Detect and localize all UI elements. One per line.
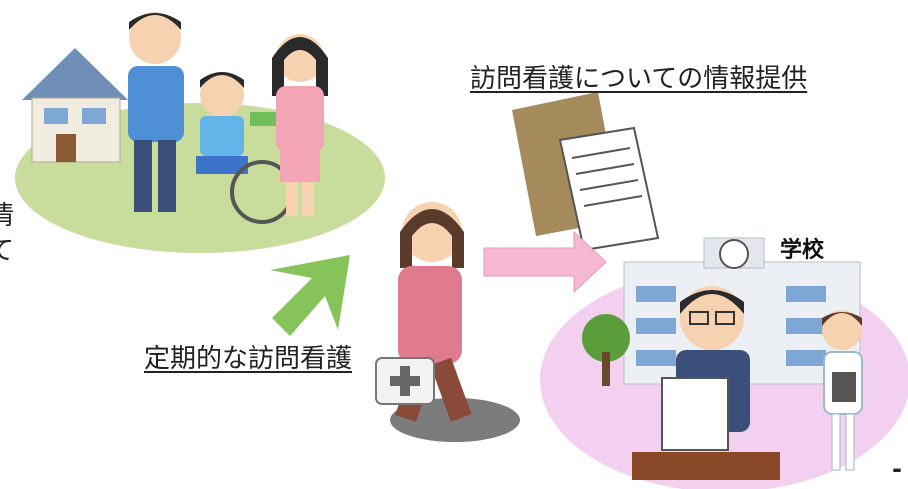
school-label: 学校: [780, 238, 825, 263]
cut-text-left-top: 情: [0, 201, 15, 231]
green-arrow: [270, 255, 350, 336]
envelope-document: [512, 92, 660, 252]
info-provision-label: 訪問看護についての情報提供: [470, 64, 808, 94]
house-illustration: [22, 48, 128, 163]
cut-text-left-bottom: て: [0, 236, 15, 266]
pink-arrow: [483, 230, 607, 294]
cut-text-right: -: [892, 455, 902, 483]
school-nurse-figure: [822, 310, 863, 471]
regular-visit-label: 定期的な訪問看護: [144, 344, 353, 374]
nurse-walking: [375, 202, 520, 442]
teacher-figure: [632, 286, 780, 480]
father-figure: [128, 12, 184, 212]
child-wheelchair: [196, 72, 294, 224]
mother-figure: [272, 34, 328, 216]
